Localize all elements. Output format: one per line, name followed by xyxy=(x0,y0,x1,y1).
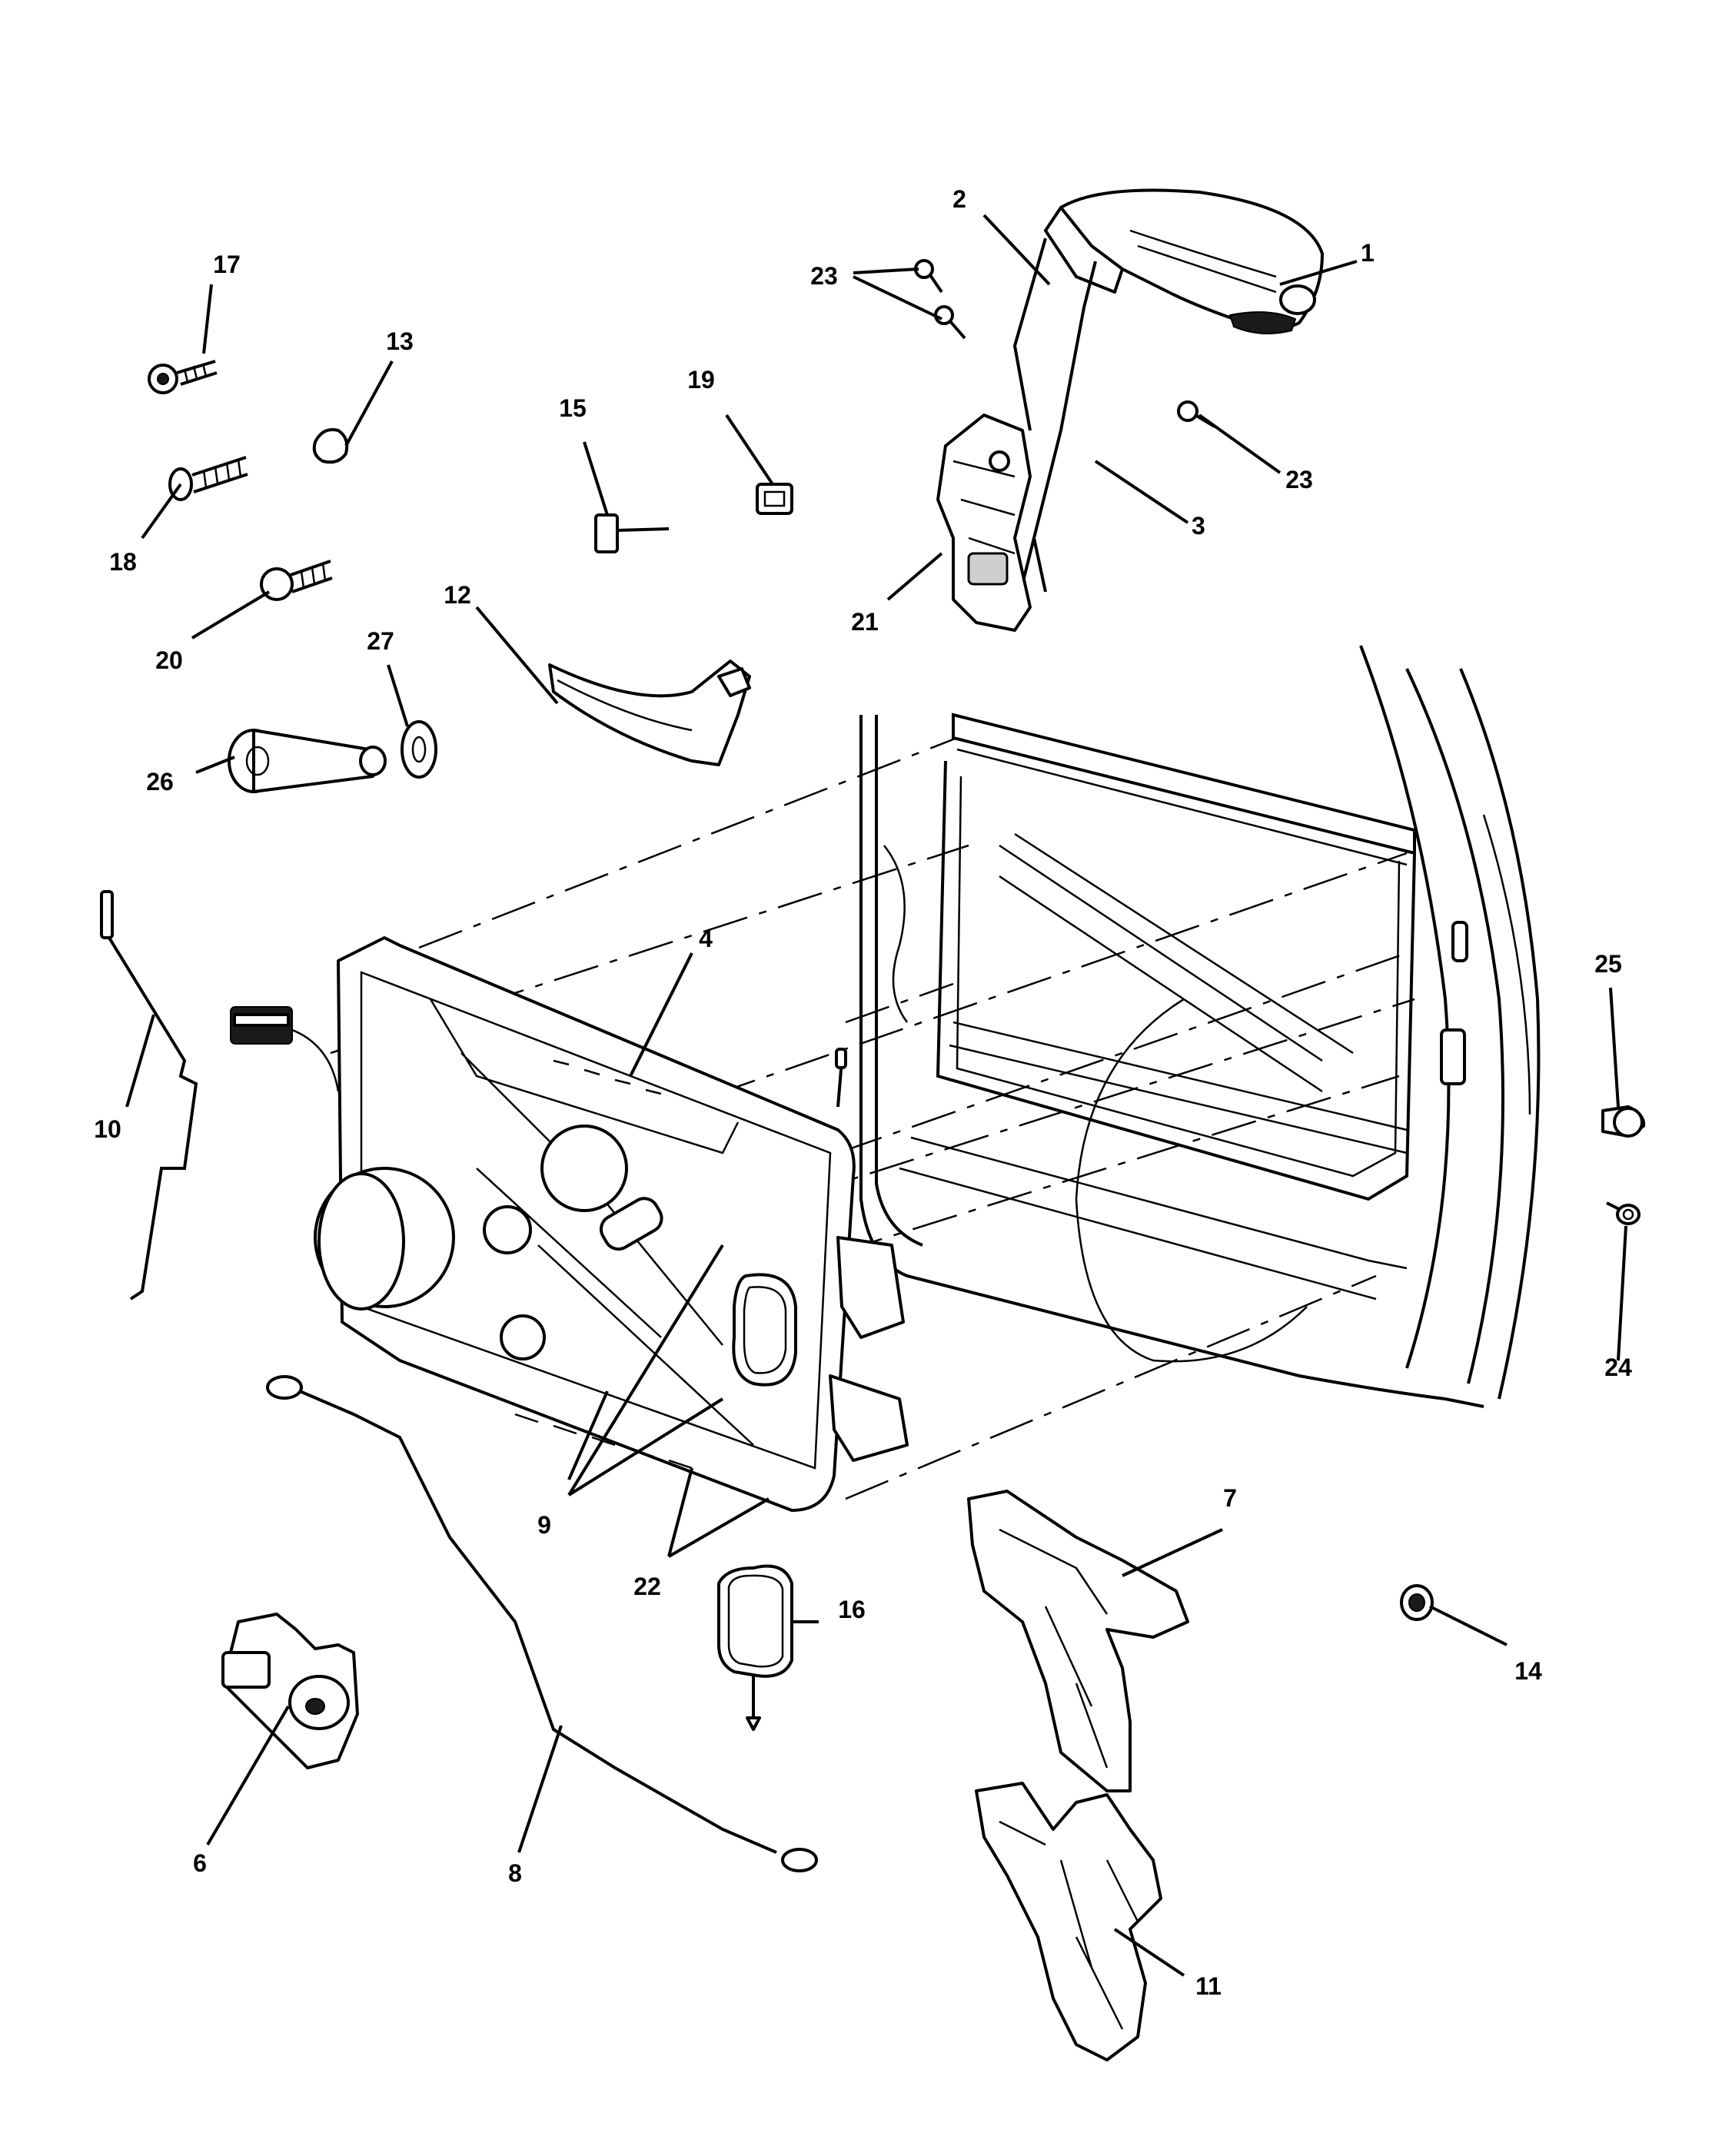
nut-13 xyxy=(312,428,349,464)
callout-1: 1 xyxy=(1361,239,1375,267)
bolt-20 xyxy=(260,560,333,601)
callout-8: 8 xyxy=(508,1859,522,1887)
exterior-handle xyxy=(1044,188,1324,334)
callout-15: 15 xyxy=(559,394,587,422)
callout-24: 24 xyxy=(1604,1354,1632,1381)
screw-17 xyxy=(148,360,218,394)
callout-2: 2 xyxy=(952,185,966,213)
callout-18: 18 xyxy=(109,548,137,576)
callout-16: 16 xyxy=(838,1596,866,1623)
callout-19: 19 xyxy=(687,366,715,394)
callout-13: 13 xyxy=(386,327,414,355)
inside-handle-bezel xyxy=(548,659,751,766)
regulator-bracket xyxy=(967,1490,1189,1792)
clip-19 xyxy=(756,483,793,515)
door-latch xyxy=(936,414,1032,632)
callout-17: 17 xyxy=(213,251,241,278)
callout-12: 12 xyxy=(444,581,471,609)
callout-22: 22 xyxy=(633,1573,661,1600)
callout-6: 6 xyxy=(193,1849,207,1877)
callout-23-a: 23 xyxy=(810,262,838,290)
access-seal xyxy=(717,1564,793,1731)
screw-25 xyxy=(1601,1105,1646,1138)
callout-23-b: 23 xyxy=(1285,466,1313,493)
lower-bracket xyxy=(975,1782,1162,2061)
callout-3: 3 xyxy=(1192,512,1205,540)
bolt-23-b xyxy=(934,305,966,340)
callout-27: 27 xyxy=(367,627,394,655)
grommet xyxy=(1400,1584,1434,1621)
window-crank xyxy=(228,729,387,793)
callout-25: 25 xyxy=(1594,950,1622,978)
crank-washer xyxy=(401,720,437,779)
door-shell xyxy=(859,645,1541,1408)
callout-14: 14 xyxy=(1514,1657,1542,1685)
bolt-18 xyxy=(168,456,248,501)
handle-rods xyxy=(1012,238,1097,593)
lock-rod xyxy=(100,890,198,1301)
callout-11: 11 xyxy=(1195,1972,1222,2000)
callout-4: 4 xyxy=(699,925,713,952)
callout-20: 20 xyxy=(155,646,183,674)
callout-26: 26 xyxy=(146,768,174,796)
callout-9: 9 xyxy=(537,1511,551,1539)
door-module-carrier xyxy=(230,936,909,1512)
clip-15 xyxy=(594,513,670,553)
bolt-23-a xyxy=(914,259,943,294)
callout-21: 21 xyxy=(851,608,879,636)
callout-10: 10 xyxy=(94,1115,121,1143)
callout-7: 7 xyxy=(1223,1484,1237,1512)
release-cable xyxy=(266,1375,818,1872)
leader-lines xyxy=(125,214,1627,1977)
callout-labels: 1 2 3 4 6 7 8 9 10 11 12 13 14 15 16 17 … xyxy=(94,185,1632,2000)
window-motor xyxy=(221,1613,359,1769)
screw-24 xyxy=(1606,1201,1641,1225)
